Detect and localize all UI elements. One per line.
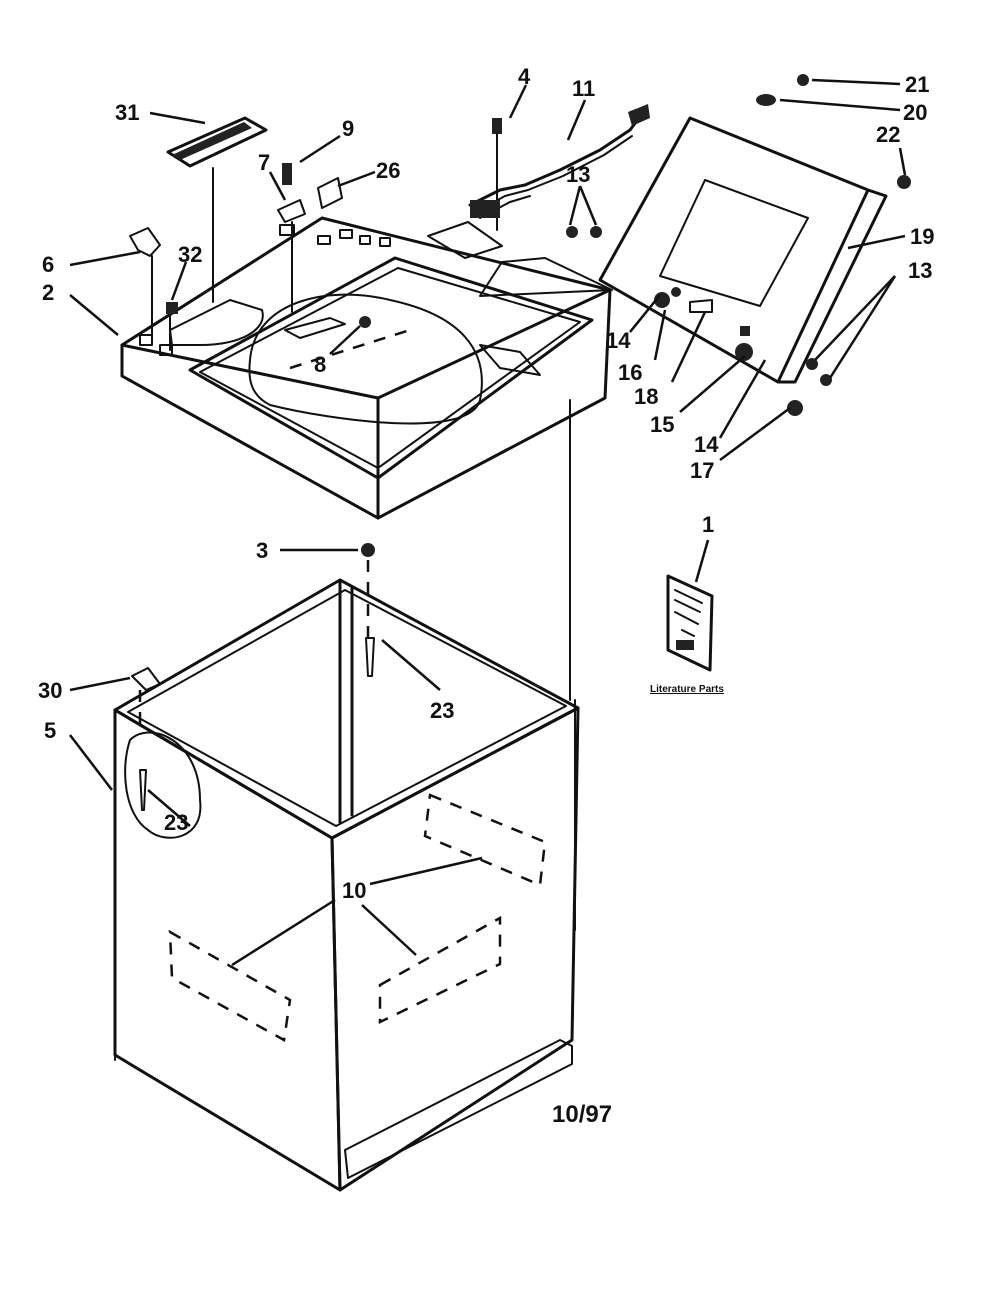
callout-2: 2 bbox=[42, 280, 54, 305]
part-3-bumper bbox=[361, 543, 375, 677]
callouts: 31 9 7 26 6 32 2 8 4 11 13 21 20 22 19 1… bbox=[38, 64, 934, 903]
lid bbox=[566, 74, 911, 416]
leader-lines bbox=[69, 78, 907, 967]
callout-6: 6 bbox=[42, 252, 54, 277]
callout-4: 4 bbox=[518, 64, 531, 89]
callout-14-right: 14 bbox=[694, 432, 719, 457]
callout-1: 1 bbox=[702, 512, 714, 537]
callout-3: 3 bbox=[256, 538, 268, 563]
callout-30: 30 bbox=[38, 678, 62, 703]
callout-5: 5 bbox=[44, 718, 56, 743]
callout-23-right: 23 bbox=[430, 698, 454, 723]
callout-8: 8 bbox=[314, 352, 326, 377]
callout-7: 7 bbox=[258, 150, 270, 175]
callout-9: 9 bbox=[342, 116, 354, 141]
callout-17: 17 bbox=[690, 458, 714, 483]
part-8-screw bbox=[289, 316, 411, 370]
literature-parts-booklet bbox=[666, 574, 714, 672]
small-hardware-top-left bbox=[129, 163, 343, 351]
callout-21: 21 bbox=[905, 72, 929, 97]
literature-parts-label: Literature Parts bbox=[650, 684, 724, 695]
part-10-pads bbox=[168, 793, 547, 1042]
callout-19: 19 bbox=[910, 224, 934, 249]
callout-10: 10 bbox=[342, 878, 366, 903]
date-code: 10/97 bbox=[552, 1101, 612, 1128]
callout-22: 22 bbox=[876, 122, 900, 147]
callout-18: 18 bbox=[634, 384, 658, 409]
callout-20: 20 bbox=[903, 100, 927, 125]
callout-13-right: 13 bbox=[908, 258, 932, 283]
lid-switch-harness bbox=[427, 104, 650, 297]
callout-11: 11 bbox=[572, 76, 595, 101]
callout-31: 31 bbox=[115, 100, 139, 125]
cabinet bbox=[113, 399, 580, 1192]
part-31-cover bbox=[166, 116, 268, 303]
callout-14-left: 14 bbox=[606, 328, 631, 353]
callout-13-top: 13 bbox=[566, 162, 590, 187]
callout-26: 26 bbox=[376, 158, 400, 183]
top-panel bbox=[120, 216, 612, 520]
callout-16: 16 bbox=[618, 360, 642, 385]
callout-15: 15 bbox=[650, 412, 674, 437]
callout-23-left: 23 bbox=[164, 810, 188, 835]
callout-32: 32 bbox=[178, 242, 202, 267]
